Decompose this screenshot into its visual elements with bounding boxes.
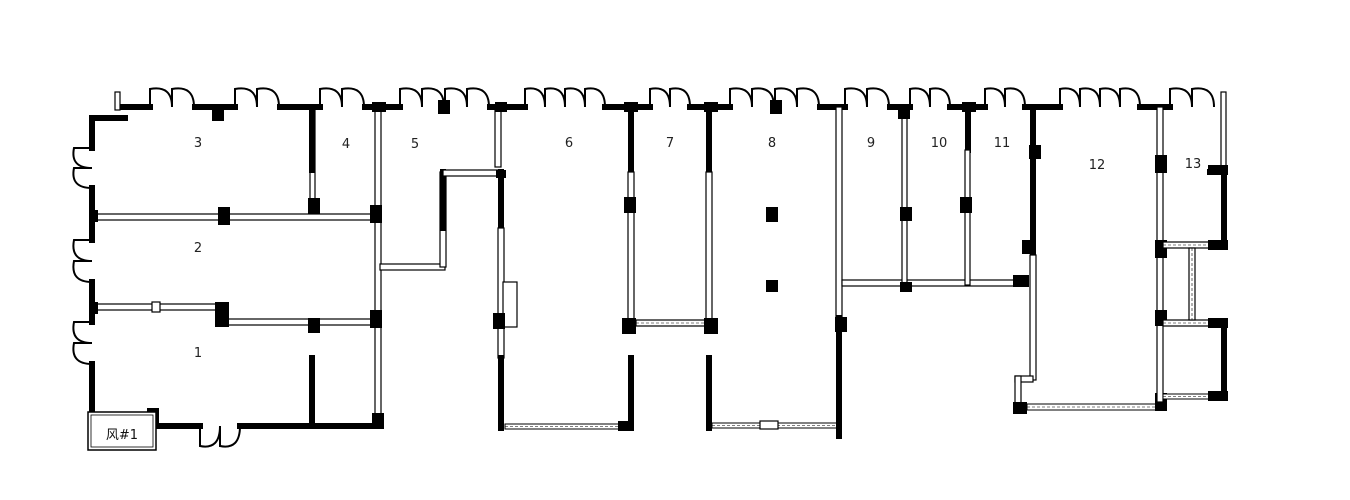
fan-room: 风#1 — [87, 411, 157, 451]
interior-walls-left — [90, 100, 504, 429]
fan-room-label: 风#1 — [106, 428, 138, 443]
interior-walls-middle — [493, 100, 847, 439]
room-label-3: 3 — [194, 136, 202, 151]
room-label-9: 9 — [867, 136, 875, 151]
room-label-4: 4 — [342, 137, 350, 152]
outer-walls — [89, 91, 1227, 429]
room-label-8: 8 — [768, 136, 776, 151]
room-label-1: 1 — [194, 346, 202, 361]
room-label-2: 2 — [194, 241, 202, 256]
room-label-7: 7 — [666, 136, 674, 151]
room-label-12: 12 — [1089, 158, 1106, 173]
top-doors — [149, 87, 1215, 108]
room-label-10: 10 — [931, 136, 948, 151]
room-label-11: 11 — [994, 136, 1011, 151]
room-label-6: 6 — [565, 136, 573, 151]
left-doors — [72, 147, 241, 448]
room-label-5: 5 — [411, 137, 419, 152]
room-label-13: 13 — [1185, 157, 1202, 172]
interior-walls-right — [841, 102, 1228, 414]
room-labels: 1 2 3 4 5 6 7 8 9 10 11 12 13 — [194, 136, 1201, 361]
